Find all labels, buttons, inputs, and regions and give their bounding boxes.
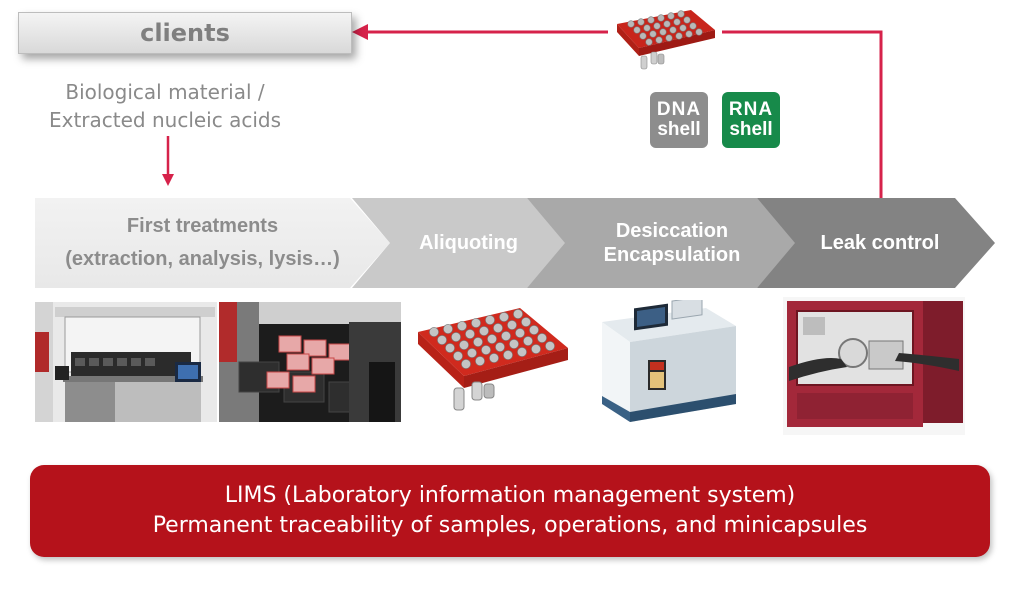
robot-deck-photo: [219, 302, 401, 422]
input-material-text: Biological material / Extracted nucleic …: [20, 78, 310, 134]
step-3-line-1: Desiccation: [615, 220, 729, 242]
lims-line-2: Permanent traceability of samples, opera…: [152, 513, 868, 538]
clients-box: clients: [18, 12, 352, 54]
rna-shell-logo: RNA shell: [722, 92, 780, 148]
step-1-line-2: (extraction, analysis, lysis…): [65, 248, 340, 270]
input-line-1: Biological material /: [65, 80, 265, 104]
step-4-label: Leak control: [820, 231, 940, 254]
clients-label: clients: [140, 19, 230, 47]
step-3-line-2: Encapsulation: [603, 244, 741, 266]
capsule-tray-icon: [617, 10, 715, 70]
step-first-treatments: First treatments (extraction, analysis, …: [35, 198, 390, 288]
encapsulation-machine-photo: [602, 300, 736, 422]
input-line-2: Extracted nucleic acids: [48, 108, 282, 132]
leak-control-glovebox-photo: [783, 297, 965, 435]
dna-logo-line-2: shell: [657, 119, 701, 140]
step-leak-control: Leak control: [757, 198, 995, 288]
lims-line-1: LIMS (Laboratory information management …: [224, 483, 796, 508]
step-desiccation-encapsulation: Desiccation Encapsulation: [527, 198, 797, 288]
dna-shell-logo: DNA shell: [650, 92, 708, 148]
return-arrow-line: [722, 30, 883, 198]
step-1-line-1: First treatments: [126, 215, 279, 237]
rna-logo-line-1: RNA: [728, 99, 774, 120]
step-2-label: Aliquoting: [419, 231, 518, 254]
dna-logo-line-1: DNA: [656, 99, 702, 120]
lims-banner: LIMS (Laboratory information management …: [30, 465, 990, 557]
extraction-robot-photo: [35, 302, 217, 422]
rna-logo-line-2: shell: [729, 119, 773, 140]
aliquot-tray-photo: [418, 308, 568, 411]
arrow-left-icon: [352, 24, 368, 40]
arrow-down-icon: [162, 174, 174, 186]
